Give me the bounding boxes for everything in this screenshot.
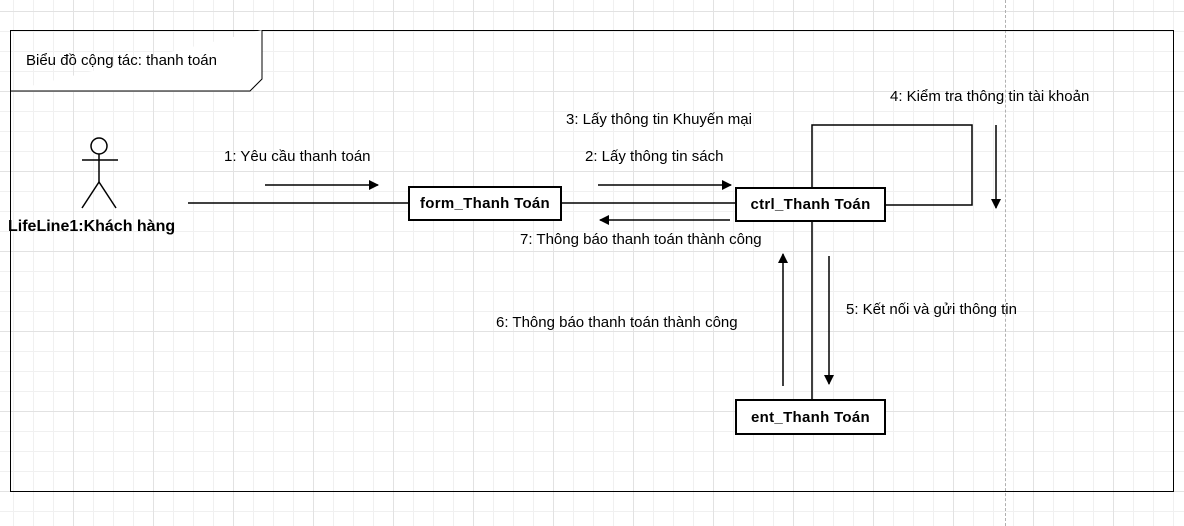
object-ctrl[interactable]: ctrl_Thanh Toán bbox=[735, 187, 886, 222]
frame-title: Biểu đồ cộng tác: thanh toán bbox=[26, 52, 217, 69]
message-label-7: 7: Thông báo thanh toán thành công bbox=[520, 231, 762, 248]
page-boundary bbox=[1005, 0, 1006, 526]
self-link-ctrl bbox=[811, 124, 973, 206]
actor-label: LifeLine1:Khách hàng bbox=[8, 218, 176, 235]
message-label-4: 4: Kiểm tra thông tin tài khoản bbox=[890, 88, 1090, 105]
object-ent[interactable]: ent_Thanh Toán bbox=[735, 399, 886, 435]
diagram-frame[interactable] bbox=[10, 30, 1174, 492]
message-label-3: 3: Lấy thông tin Khuyến mại bbox=[566, 111, 752, 128]
message-label-1: 1: Yêu cầu thanh toán bbox=[224, 148, 371, 165]
actor-figure bbox=[81, 137, 118, 209]
message-label-2: 2: Lấy thông tin sách bbox=[585, 148, 724, 165]
object-form[interactable]: form_Thanh Toán bbox=[408, 186, 562, 221]
frame-title-tab bbox=[10, 30, 263, 92]
message-label-6: 6: Thông báo thanh toán thành công bbox=[496, 314, 738, 331]
message-label-5: 5: Kết nối và gửi thông tin bbox=[846, 301, 1017, 318]
